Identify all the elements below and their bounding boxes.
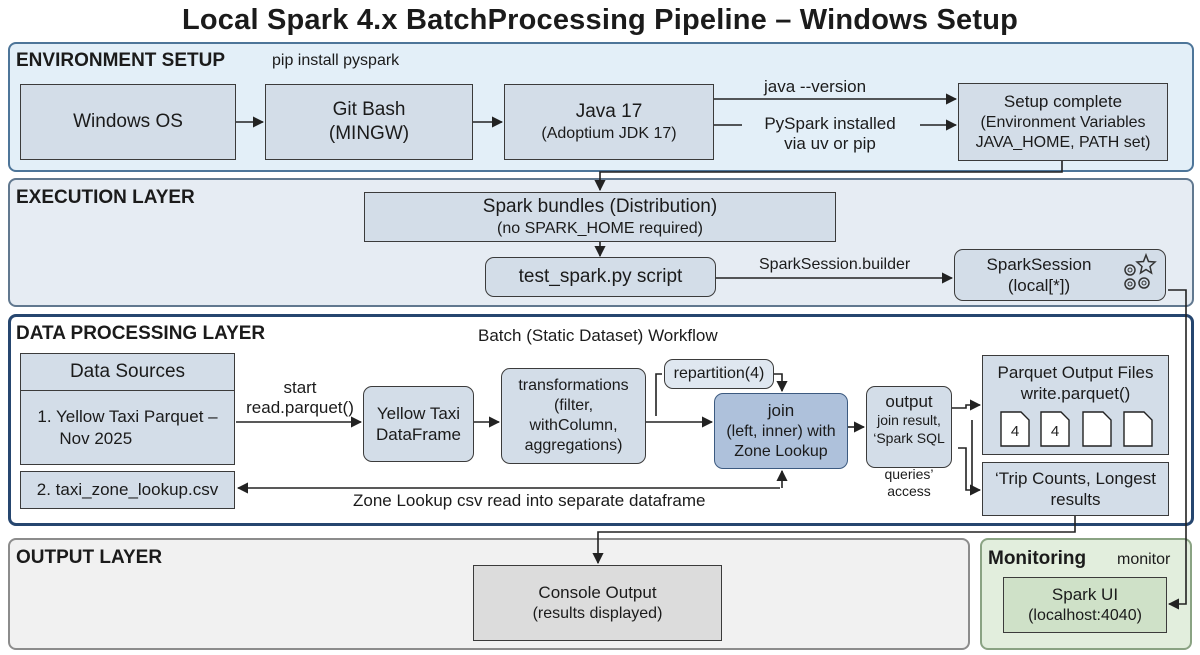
windows-os-box: Windows OS (20, 84, 236, 160)
arrow-output-to-parquet (952, 399, 982, 411)
git-bash-box: Git Bash (MINGW) (265, 84, 473, 160)
parquet-file-icon-3 (1082, 411, 1112, 447)
output-note-continued: queries’ access (884, 466, 934, 499)
batch-workflow-subtitle: Batch (Static Dataset) Workflow (478, 326, 718, 345)
parquet-file-icon-2 (1040, 411, 1070, 447)
data-sources-box: Data Sources 1. Yellow Taxi Parquet – No… (20, 353, 235, 465)
arrow-setup-to-bundles (594, 161, 1063, 192)
test-spark-script-box: test_spark.py script (485, 257, 716, 297)
trip-counts-results-box: ‘Trip Counts, Longest results (982, 462, 1169, 516)
diagram-title: Local Spark 4.x BatchProcessing Pipeline… (181, 4, 1019, 36)
yellow-taxi-dataframe-box: Yellow Taxi DataFrame (363, 386, 474, 462)
environment-setup-label: ENVIRONMENT SETUP (16, 50, 226, 71)
gears-icon (1124, 252, 1157, 290)
execution-layer-label: EXECUTION LAYER (16, 187, 195, 208)
pip-install-note: pip install pyspark (272, 52, 400, 69)
zone-lookup-csv-label: Zone Lookup csv read into separate dataf… (353, 491, 706, 510)
source-yellow-taxi: 1. Yellow Taxi Parquet – Nov 2025 (37, 407, 218, 448)
spark-ui-box: Spark UI (localhost:4040) (1003, 577, 1167, 633)
parquet-file-icon-4 (1123, 411, 1153, 447)
sparksession-box: SparkSession (local[*]) (954, 249, 1166, 301)
repartition-box: repartition(4) (664, 359, 774, 389)
data-processing-layer-label: DATA PROCESSING LAYER (16, 323, 266, 344)
parquet-file-label-2: 4 (1051, 423, 1059, 440)
arrow-repartition-to-join (774, 373, 788, 393)
console-output-box: Console Output (results displayed) (473, 565, 722, 641)
parquet-file-icons (1000, 411, 1153, 447)
join-box: join (left, inner) with Zone Lookup (714, 393, 848, 469)
parquet-file-icon-1 (1000, 411, 1030, 447)
arrow-to-repartition (655, 373, 662, 416)
output-layer-label: OUTPUT LAYER (16, 547, 163, 568)
pyspark-installed-label: PySpark installed via uv or pip (764, 114, 896, 154)
java-version-label: java --version (764, 77, 867, 96)
start-read-parquet-label: start read.parquet() (246, 378, 354, 418)
sparksession-builder-label: SparkSession.builder (759, 256, 911, 273)
parquet-file-label-1: 4 (1011, 423, 1019, 440)
java-17-box: Java 17 (Adoptium JDK 17) (504, 84, 714, 160)
monitor-note: monitor (1117, 551, 1171, 568)
source-zone-lookup: 2. taxi_zone_lookup.csv (20, 471, 235, 509)
arrow-output-to-results (958, 447, 982, 496)
spark-bundles-box: Spark bundles (Distribution) (no SPARK_H… (364, 192, 836, 242)
output-box: output join result, ‘Spark SQL (866, 386, 952, 468)
arrow-session-to-spark-ui (1167, 289, 1187, 610)
setup-complete-box: Setup complete (Environment Variables JA… (958, 83, 1168, 161)
monitoring-label: Monitoring (988, 548, 1087, 569)
arrow-results-to-console (592, 516, 1076, 565)
transformations-box: transformations (filter, withColumn, agg… (501, 368, 646, 464)
